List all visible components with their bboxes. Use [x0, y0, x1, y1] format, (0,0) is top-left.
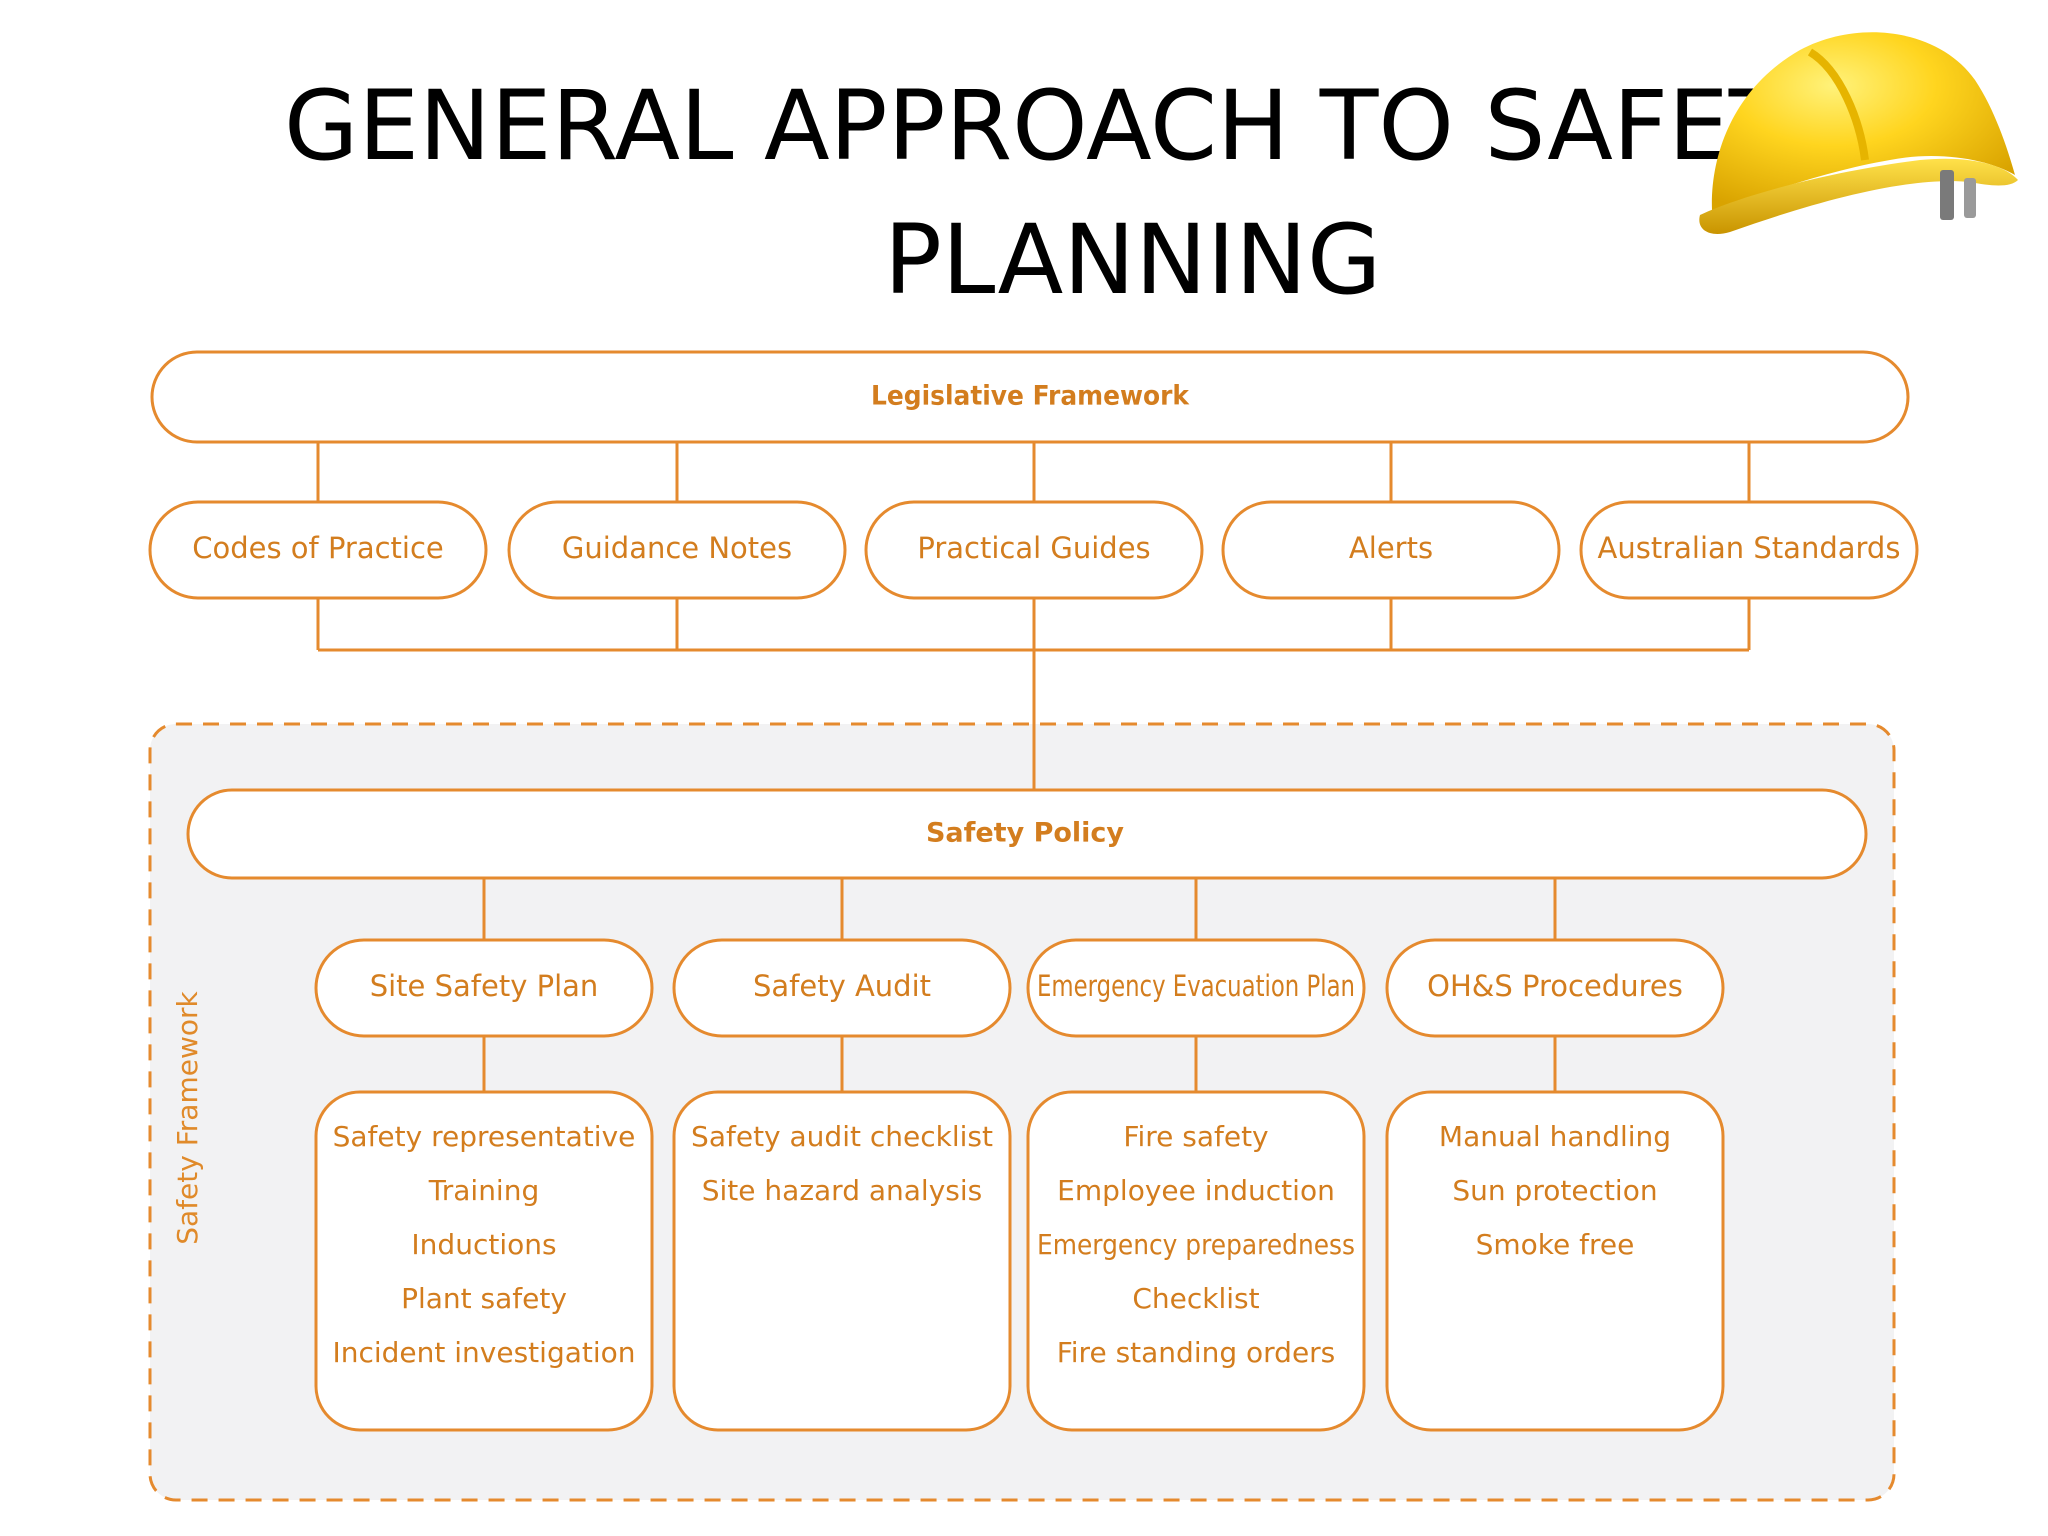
plan-label: Emergency Evacuation Plan — [1037, 969, 1355, 1003]
plan-item-label: Fire standing orders — [1057, 1336, 1336, 1369]
plan-item-label: Emergency preparedness — [1037, 1228, 1355, 1261]
page-title-line-1: GENERAL APPROACH TO SAFETY — [284, 70, 1847, 182]
legislative-child-box — [1221, 500, 1561, 600]
plan-label: Safety Audit — [753, 969, 931, 1003]
plan-item-label: Inductions — [411, 1228, 556, 1261]
legislative-child-box — [864, 500, 1204, 600]
legislative-child-box — [148, 500, 488, 600]
legislative-child-label: Guidance Notes — [562, 531, 792, 565]
page-title-line-2: PLANNING — [884, 204, 1382, 316]
plan-label: Site Safety Plan — [370, 969, 599, 1003]
plan-item-label: Manual handling — [1439, 1120, 1671, 1153]
legislative-child-box — [1579, 500, 1919, 600]
plan-label: OH&S Procedures — [1427, 969, 1683, 1003]
plan-item-label: Incident investigation — [332, 1336, 635, 1369]
legislative-child-label: Australian Standards — [1598, 531, 1901, 565]
plan-item-label: Checklist — [1132, 1282, 1259, 1315]
plan-item-label: Site hazard analysis — [702, 1174, 982, 1207]
plan-item-label: Safety representative — [333, 1120, 636, 1153]
legislative-framework-label: Legislative Framework — [871, 381, 1190, 412]
legislative-child-label: Alerts — [1349, 531, 1433, 565]
safety-policy-box — [186, 788, 1868, 880]
plan-item-label: Training — [428, 1174, 539, 1207]
plan-item-label: Fire safety — [1123, 1120, 1268, 1153]
safety-framework-label: Safety Framework — [171, 990, 204, 1244]
legislative-child-label: Practical Guides — [917, 531, 1150, 565]
legislative-child-box — [507, 500, 847, 600]
safety-policy-label: Safety Policy — [926, 818, 1124, 849]
hard-hat-icon — [1699, 32, 2018, 235]
plan-item-label: Plant safety — [401, 1282, 567, 1315]
legislative-framework-box — [150, 350, 1910, 444]
plan-item-label: Smoke free — [1476, 1228, 1635, 1261]
plan-item-label: Employee induction — [1057, 1174, 1335, 1207]
legislative-child-label: Codes of Practice — [192, 531, 444, 565]
plan-item-label: Safety audit checklist — [691, 1120, 993, 1153]
plan-item-label: Sun protection — [1452, 1174, 1657, 1207]
